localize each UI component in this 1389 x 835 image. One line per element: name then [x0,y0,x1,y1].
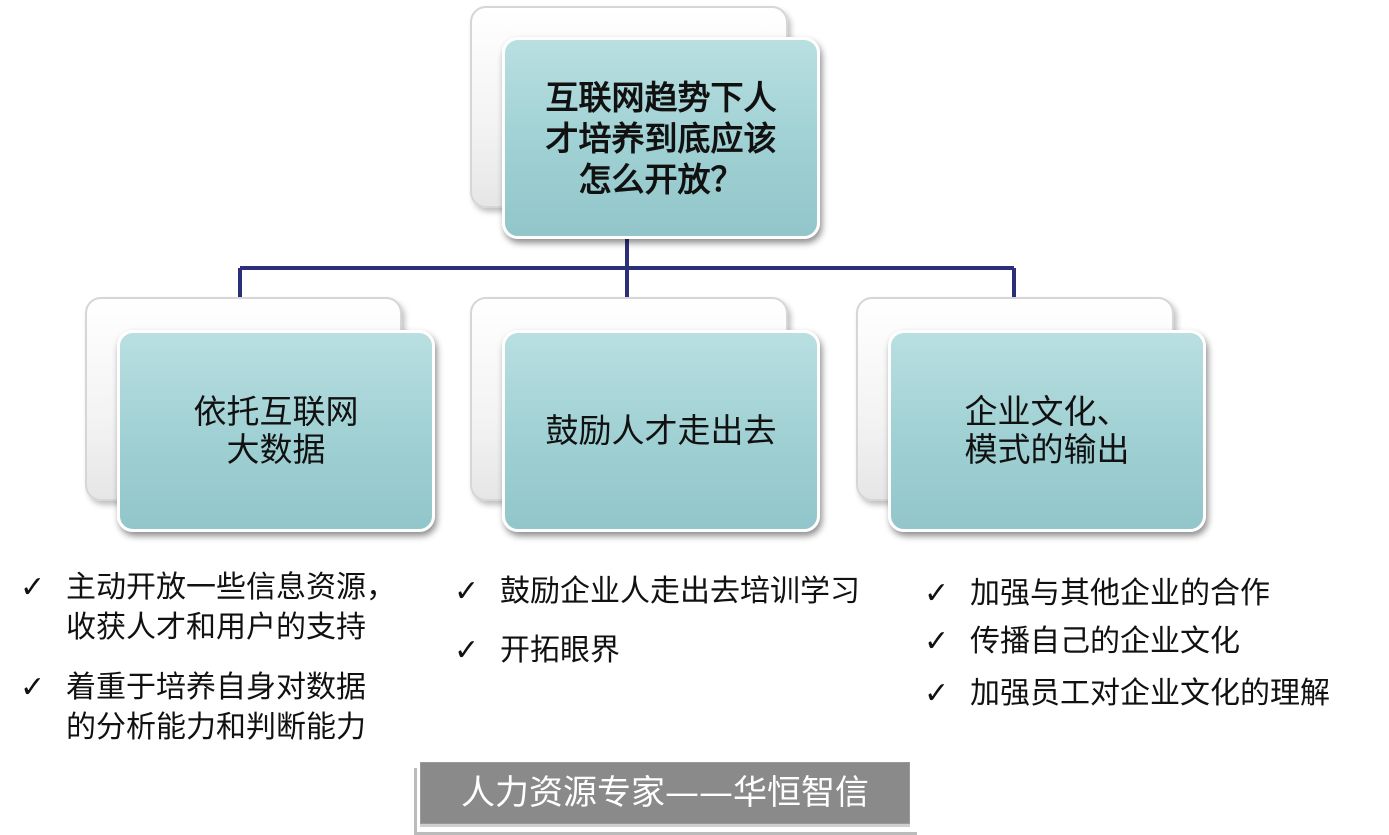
footer-banner: 人力资源专家——华恒智信 [420,762,910,824]
root-node: 互联网趋势下人 才培养到底应该 怎么开放？ [502,37,820,239]
root-line-3: 怎么开放？ [578,159,744,199]
child-node-go-out: 鼓励人才走出去 [502,330,820,532]
bullet-line: 加强与其他企业的合作 [970,576,1270,611]
check-icon: ✓ [454,574,480,609]
bullets-column-1: ✓ 主动开放一些信息资源， 收获人才和用户的支持 ✓ 着重于培养自身对数据 的分… [20,568,420,748]
check-icon: ✓ [924,624,950,659]
child-1-line-1: 依托互联网 [193,392,359,431]
bullet-line: 收获人才和用户的支持 [66,610,366,645]
child-node-culture-output: 企业文化、 模式的输出 [888,330,1206,532]
bullet-item: ✓ 主动开放一些信息资源， 收获人才和用户的支持 [20,568,420,648]
root-line-1: 互联网趋势下人 [545,77,777,117]
child-node-bigdata: 依托互联网 大数据 [117,330,435,532]
footer-banner-shadow [414,768,917,835]
child-2-line-1: 鼓励人才走出去 [545,411,777,450]
bullets-column-3: ✓ 加强与其他企业的合作 ✓ 传播自己的企业文化 ✓ 加强员工对企业文化的理解 [924,574,1374,714]
check-icon: ✓ [454,633,480,668]
child-3-line-2: 模式的输出 [964,430,1130,469]
child-1-line-2: 大数据 [226,430,326,469]
bullet-line: 的分析能力和判断能力 [66,710,366,745]
bullet-line: 加强员工对企业文化的理解 [970,676,1330,711]
check-icon: ✓ [924,676,950,711]
bullet-line: 传播自己的企业文化 [970,624,1240,659]
bullet-line: 主动开放一些信息资源， [66,570,396,605]
bullet-line: 着重于培养自身对数据 [66,670,366,705]
bullet-item: ✓ 开拓眼界 [454,631,894,671]
check-icon: ✓ [20,670,46,705]
child-3-line-1: 企业文化、 [964,392,1130,431]
bullet-item: ✓ 着重于培养自身对数据 的分析能力和判断能力 [20,668,420,748]
check-icon: ✓ [924,576,950,611]
check-icon: ✓ [20,570,46,605]
bullet-item: ✓ 加强员工对企业文化的理解 [924,674,1374,714]
bullet-item: ✓ 传播自己的企业文化 [924,622,1374,662]
bullet-item: ✓ 加强与其他企业的合作 [924,574,1374,614]
bullet-line: 鼓励企业人走出去培训学习 [500,574,860,609]
root-line-2: 才培养到底应该 [545,118,777,158]
bullet-item: ✓ 鼓励企业人走出去培训学习 [454,572,894,612]
bullets-column-2: ✓ 鼓励企业人走出去培训学习 ✓ 开拓眼界 [454,572,894,671]
bullet-line: 开拓眼界 [500,633,620,668]
